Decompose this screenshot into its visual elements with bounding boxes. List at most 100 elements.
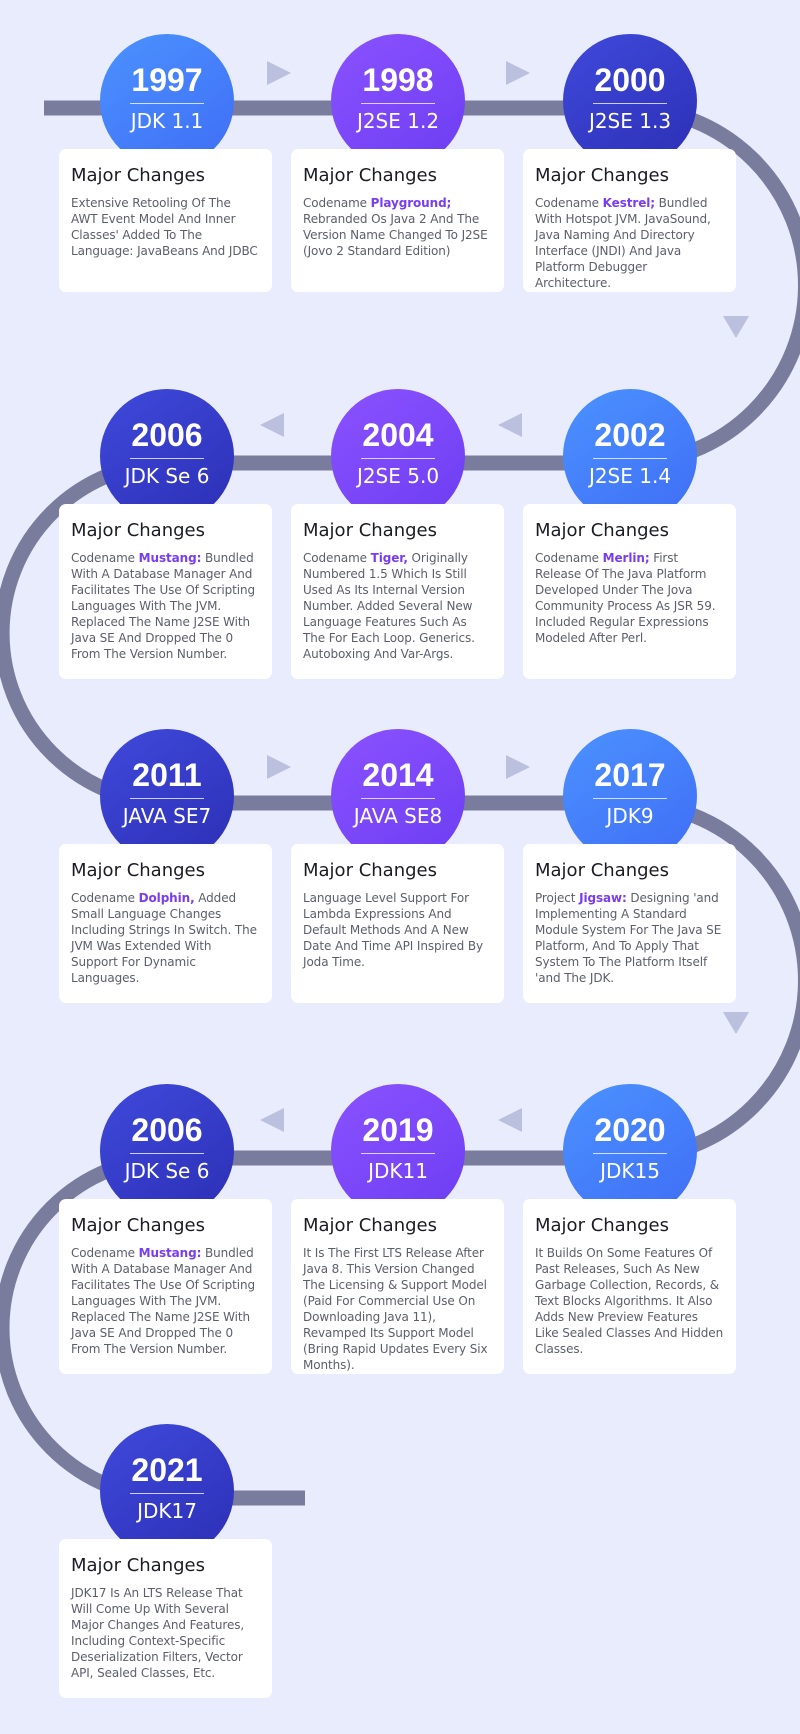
milestone-divider: [130, 1153, 204, 1154]
milestone-version: JAVA SE8: [353, 804, 443, 828]
card-heading: Major Changes: [303, 520, 437, 541]
direction-arrow-icon: [723, 316, 749, 338]
description-text: Language Level Support For Lambda Expres…: [303, 891, 483, 969]
card-description: JDK17 Is An LTS Release That Will Come U…: [71, 1585, 260, 1681]
description-prefix: Codename: [71, 1246, 139, 1260]
milestone-year: 2002: [594, 417, 666, 453]
direction-arrow-icon: [506, 61, 530, 85]
direction-arrow-icon: [498, 1108, 522, 1132]
card-heading: Major Changes: [71, 1555, 205, 1576]
milestone-divider: [361, 458, 435, 459]
card-heading: Major Changes: [535, 520, 669, 541]
card-heading: Major Changes: [71, 520, 205, 541]
direction-arrow-icon: [498, 413, 522, 437]
milestone-year: 2020: [594, 1112, 666, 1148]
milestone-divider: [130, 103, 204, 104]
description-text: Originally Numbered 1.5 Which Is Still U…: [303, 551, 475, 661]
milestone-year: 2000: [594, 62, 666, 98]
description-text: Bundled With A Database Manager And Faci…: [71, 551, 255, 661]
card-description: Project Jigsaw: Designing 'and Implement…: [535, 890, 724, 986]
description-prefix: Project: [535, 891, 580, 905]
card-description: Codename Mustang: Bundled With A Databas…: [71, 1245, 260, 1357]
milestone-version: JDK11: [368, 1159, 428, 1183]
direction-arrow-icon: [267, 755, 291, 779]
codename-highlight: Playground;: [370, 196, 452, 210]
direction-arrow-icon: [267, 61, 291, 85]
direction-arrow-icon: [260, 413, 284, 437]
milestone-year: 2004: [362, 417, 434, 453]
milestone-year: 2014: [362, 757, 434, 793]
description-text: It Is The First LTS Release After Java 8…: [303, 1246, 488, 1372]
card-heading: Major Changes: [71, 165, 205, 186]
milestone-divider: [130, 458, 204, 459]
milestone-divider: [593, 798, 667, 799]
description-text: JDK17 Is An LTS Release That Will Come U…: [71, 1586, 245, 1680]
milestone-divider: [130, 798, 204, 799]
description-text: First Release Of The Java Platform Devel…: [535, 551, 716, 645]
milestone-version: J2SE 5.0: [356, 464, 440, 488]
card-heading: Major Changes: [535, 165, 669, 186]
direction-arrow-icon: [723, 1012, 749, 1034]
card-description: Codename Playground; Rebranded Os Java 2…: [303, 195, 492, 259]
milestone-year: 2011: [132, 757, 202, 793]
card-description: It Is The First LTS Release After Java 8…: [303, 1245, 492, 1373]
card-heading: Major Changes: [303, 165, 437, 186]
description-text: Rebranded Os Java 2 And The Version Name…: [303, 212, 488, 258]
card-description: Codename Merlin; First Release Of The Ja…: [535, 550, 724, 646]
milestone-year: 2019: [362, 1112, 434, 1148]
description-prefix: Codename: [71, 551, 139, 565]
milestone-version: JDK9: [606, 804, 654, 828]
milestone-version: J2SE 1.4: [588, 464, 672, 488]
milestone-version: JDK 1.1: [130, 109, 204, 133]
milestone-version: JDK15: [600, 1159, 660, 1183]
milestone-version: J2SE 1.2: [356, 109, 440, 133]
milestone-divider: [361, 1153, 435, 1154]
description-prefix: Codename: [303, 196, 371, 210]
description-text: Bundled With A Database Manager And Faci…: [71, 1246, 255, 1356]
milestone-version: JDK Se 6: [124, 1159, 210, 1183]
description-text: Extensive Retooling Of The AWT Event Mod…: [71, 196, 258, 258]
description-prefix: Codename: [71, 891, 139, 905]
milestone-divider: [593, 458, 667, 459]
milestone-year: 2017: [594, 757, 666, 793]
card-description: Codename Kestrel; Bundled With Hotspot J…: [535, 195, 724, 291]
card-description: Language Level Support For Lambda Expres…: [303, 890, 492, 970]
card-heading: Major Changes: [71, 1215, 205, 1236]
card-heading: Major Changes: [71, 860, 205, 881]
milestone-year: 2006: [131, 417, 203, 453]
card-heading: Major Changes: [303, 1215, 437, 1236]
description-text: Designing 'and Implementing A Standard M…: [535, 891, 722, 985]
milestone-version: JDK Se 6: [124, 464, 210, 488]
codename-highlight: Merlin;: [602, 551, 650, 565]
codename-highlight: Tiger,: [370, 551, 408, 565]
milestone-divider: [361, 103, 435, 104]
codename-highlight: Mustang:: [138, 551, 202, 565]
milestone-year: 1997: [131, 62, 203, 98]
milestone-year: 2021: [131, 1452, 203, 1488]
milestone-divider: [130, 1493, 204, 1494]
card-description: It Builds On Some Features Of Past Relea…: [535, 1245, 724, 1357]
milestone-card: Major Changes It Is The First LTS Release…: [291, 1199, 504, 1374]
description-prefix: Codename: [303, 551, 371, 565]
description-text: Added Small Language Changes Including S…: [71, 891, 257, 985]
milestone-year: 1998: [362, 62, 434, 98]
